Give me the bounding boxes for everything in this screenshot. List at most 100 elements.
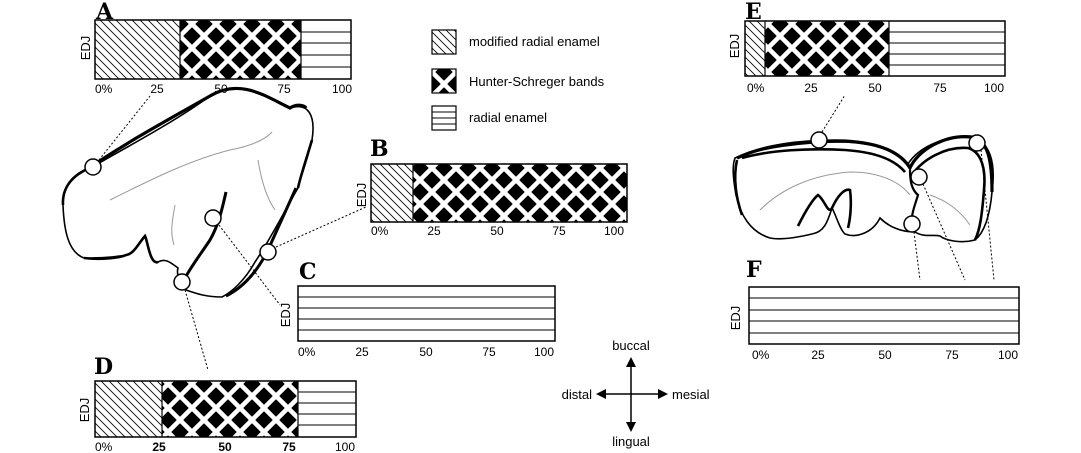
sample-circle-e (810, 131, 828, 149)
panel-d-tick-25: 25 (152, 440, 166, 453)
panel-b-tick-50: 50 (490, 224, 504, 238)
compass-lingual-label: lingual (612, 434, 650, 449)
panel-a-tick-25: 25 (150, 82, 164, 96)
panel-d-radial-lines (298, 391, 356, 426)
panel-f-radial-segment (749, 287, 1019, 344)
legend-modified-swatch (431, 29, 457, 55)
sample-circle-d (173, 273, 191, 291)
panel-a-hsb-segment (180, 20, 301, 79)
panel-e-tick-25: 25 (804, 81, 818, 95)
panel-f-edj-label: EDJ (728, 306, 743, 331)
panel-a-radial-segment (301, 20, 351, 79)
panel-b-tick-25: 25 (427, 224, 441, 238)
panel-f-radial-lines (749, 297, 1019, 334)
left-tooth-outline (61, 86, 367, 371)
panel-e-letter: E (745, 0, 762, 25)
panel-c-tick-75: 75 (482, 345, 496, 359)
arrow-up-icon (626, 357, 636, 367)
panel-a-modified-segment (95, 20, 180, 79)
panel-d-tick-50: 50 (218, 440, 232, 453)
panel-b-modified-segment (371, 164, 413, 222)
right-tooth-outline (732, 94, 995, 281)
left-leader-lines (98, 95, 367, 371)
panel-e-tick-50: 50 (868, 81, 882, 95)
panel-a-tick-100: 100 (332, 82, 352, 96)
legend-modified-label: modified radial enamel (469, 34, 600, 49)
arrow-right-icon (658, 389, 668, 399)
sample-circle-a (84, 158, 102, 176)
legend-hsb-swatch (431, 68, 457, 94)
sample-circle-f3 (903, 215, 921, 233)
panel-a-radial-lines (301, 31, 351, 68)
panel-f-bar-frame (748, 286, 1020, 345)
sample-circle-f1 (910, 168, 928, 186)
panel-d-hsb-segment (162, 381, 298, 437)
panel-f-letter: F (746, 257, 762, 283)
legend-radial-label: radial enamel (469, 110, 547, 125)
panel-d-radial-segment (298, 381, 356, 437)
panel-b-letter: B (370, 136, 389, 162)
panel-a-tick-0: 0% (95, 82, 113, 96)
panel-e-radial-lines (889, 31, 1005, 66)
panel-a-edj-label: EDJ (78, 36, 93, 61)
panel-b-edj-label: EDJ (354, 183, 369, 208)
panel-e-edj-label: EDJ (727, 34, 742, 59)
panel-e-tick-75: 75 (933, 81, 947, 95)
panel-e: E EDJ 0% 25 50 75 100 (727, 0, 1006, 95)
panel-c-tick-0: 0% (298, 345, 316, 359)
panel-b-hsb-segment (413, 164, 627, 222)
panel-f-tick-25: 25 (811, 348, 825, 362)
sample-circle-b (259, 243, 277, 261)
arrow-down-icon (626, 422, 636, 432)
panel-c-tick-25: 25 (355, 345, 369, 359)
panel-a-letter: A (95, 0, 114, 25)
panel-d-bar-frame (94, 380, 357, 438)
panel-c-tick-100: 100 (534, 345, 554, 359)
panel-d-modified-segment (95, 381, 162, 437)
panel-d-tick-100: 100 (335, 440, 355, 453)
panel-f-tick-50: 50 (878, 348, 892, 362)
panel-d-tick-75: 75 (282, 440, 296, 453)
panel-c-bar-frame (297, 285, 556, 342)
sample-circle-c (204, 209, 222, 227)
panel-d-letter: D (94, 354, 113, 380)
panel-e-tick-0: 0% (747, 81, 765, 95)
panel-a: A EDJ 0% 25 50 75 100 (78, 0, 352, 96)
panel-e-radial-segment (889, 21, 1005, 76)
arrow-left-icon (596, 389, 606, 399)
panel-f-tick-75: 75 (945, 348, 959, 362)
panel-d-tick-0: 0% (95, 440, 113, 453)
panel-e-modified-segment (745, 21, 765, 76)
compass-distal-label: distal (562, 387, 592, 402)
panel-c: C EDJ 0% 25 50 75 100 (278, 259, 556, 359)
orientation-compass: buccal lingual distal mesial (562, 338, 710, 449)
panel-c-edj-label: EDJ (278, 303, 293, 328)
panel-c-radial-lines (298, 296, 555, 331)
panel-c-tick-50: 50 (419, 345, 433, 359)
panel-e-tick-100: 100 (984, 81, 1004, 95)
panel-f-tick-0: 0% (752, 348, 770, 362)
panel-b-bar-frame (370, 163, 628, 223)
panel-a-tick-75: 75 (277, 82, 291, 96)
panel-d: D EDJ 0% 25 50 75 100 (77, 354, 357, 453)
panel-b-tick-75: 75 (552, 224, 566, 238)
panel-c-letter: C (299, 259, 317, 285)
panel-b-tick-100: 100 (604, 224, 624, 238)
legend-hsb-label: Hunter-Schreger bands (469, 74, 605, 89)
panel-a-bar-frame (94, 19, 352, 80)
panel-f-tick-100: 100 (998, 348, 1018, 362)
right-leader-lines (821, 94, 995, 281)
panel-e-bar-frame (744, 20, 1006, 77)
panel-b-tick-0: 0% (371, 224, 389, 238)
panel-b: B EDJ 0% 25 50 75 100 (354, 136, 628, 238)
panel-e-hsb-segment (765, 21, 889, 76)
panel-c-radial-segment (298, 286, 555, 341)
legend: modified radial enamel Hunter-Schreger b… (431, 29, 605, 131)
sample-circle-f2 (968, 134, 986, 152)
compass-buccal-label: buccal (612, 338, 650, 353)
panel-d-edj-label: EDJ (77, 398, 92, 423)
compass-mesial-label: mesial (672, 387, 710, 402)
panel-f: F EDJ 0% 25 50 75 100 (728, 257, 1020, 362)
